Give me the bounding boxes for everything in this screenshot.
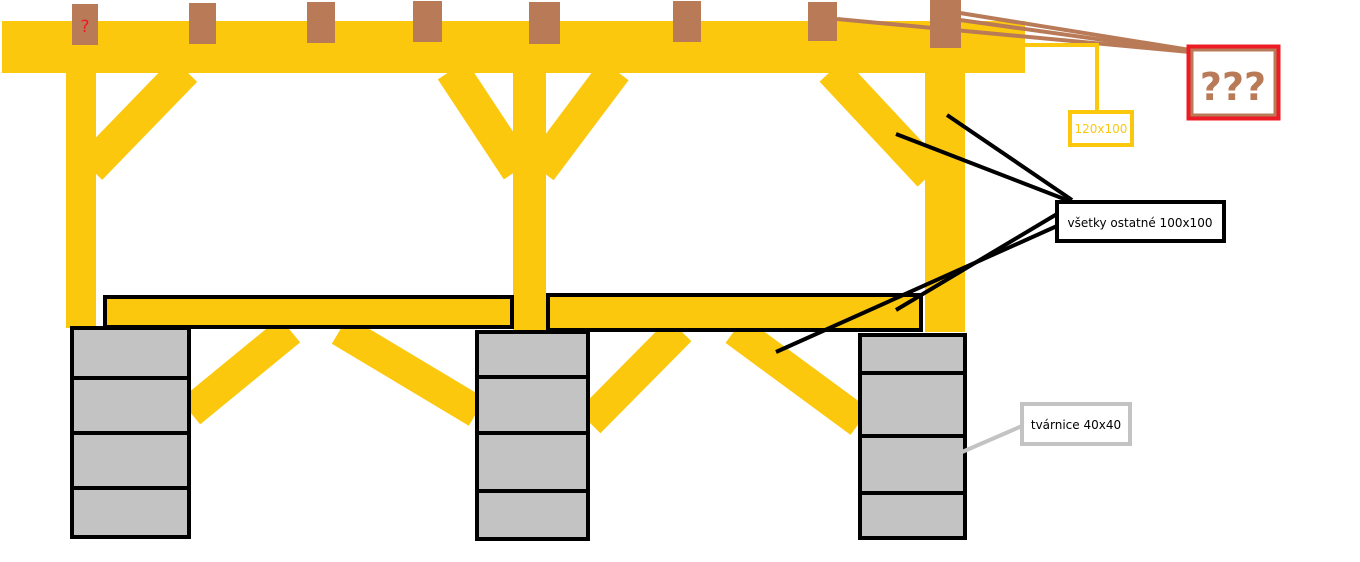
upper-brace <box>819 58 943 187</box>
others-size-label: všetky ostatné 100x100 <box>1068 216 1213 230</box>
post-middle <box>513 70 546 330</box>
block <box>70 486 191 539</box>
post-right <box>925 70 965 332</box>
pier-middle <box>475 330 590 541</box>
rafters <box>72 0 961 48</box>
pier-left <box>70 326 191 539</box>
rafter <box>72 4 98 45</box>
beam-leader <box>1025 43 1099 112</box>
block <box>475 375 590 435</box>
leader-line <box>959 11 1191 52</box>
rafter-leaders <box>836 11 1191 54</box>
leader-line <box>945 113 1074 202</box>
leader-line <box>775 224 1058 354</box>
block <box>475 330 590 379</box>
lower-brace <box>331 316 486 426</box>
block <box>70 376 191 435</box>
block <box>858 371 967 438</box>
upper-braces <box>77 58 943 187</box>
post-left <box>66 70 96 328</box>
rafter-question-mark: ? <box>80 17 89 37</box>
blocks-leader <box>961 424 1023 454</box>
block <box>475 431 590 493</box>
block <box>858 333 967 375</box>
top-beam <box>2 21 1025 73</box>
upper-brace <box>437 60 533 180</box>
block <box>858 434 967 495</box>
unknown-label: ??? <box>1200 65 1266 109</box>
beam-size-box <box>1068 110 1134 147</box>
lower-brace <box>725 317 870 435</box>
rafter <box>413 1 442 42</box>
lower-brace <box>577 318 692 434</box>
rafter <box>808 2 837 41</box>
blocks-box <box>1020 402 1132 446</box>
upper-brace <box>526 59 629 181</box>
block <box>475 489 590 541</box>
block <box>70 431 191 490</box>
rafter <box>307 2 335 43</box>
floor-beam-left <box>103 295 514 329</box>
floor-beam-right <box>546 293 923 332</box>
unknown-box-inner <box>1190 48 1277 117</box>
leader-line <box>959 18 1191 54</box>
leader-line <box>836 17 1191 54</box>
lower-braces <box>179 316 870 435</box>
rafter <box>673 1 701 42</box>
block <box>858 491 967 540</box>
lower-brace <box>179 317 301 425</box>
unknown-box <box>1186 44 1281 121</box>
upper-brace <box>77 58 198 180</box>
rafter <box>930 0 961 48</box>
beam-size-label: 120x100 <box>1075 122 1128 136</box>
leader-line <box>895 132 1073 204</box>
others-size-box <box>1055 200 1226 243</box>
rafter <box>189 3 216 44</box>
others-leaders <box>775 113 1074 354</box>
blocks-label: tvárnice 40x40 <box>1031 418 1121 432</box>
rafter <box>529 2 560 44</box>
block <box>70 326 191 380</box>
pier-right <box>858 333 967 540</box>
